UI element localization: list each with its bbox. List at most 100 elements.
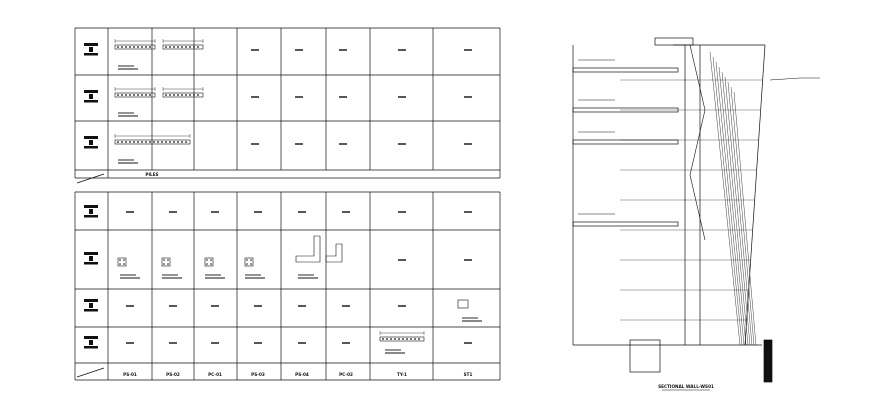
column-label-7: TY-1 [397, 372, 407, 377]
column-label-3: PC-01 [208, 372, 222, 377]
tapered-face [744, 44, 766, 346]
rebar-dot [141, 46, 143, 48]
rebar-dot [210, 263, 212, 265]
rebar-dot [193, 94, 195, 96]
rebar-dot [119, 259, 121, 261]
row-head-stem [89, 140, 93, 145]
rebar-dot [386, 338, 388, 340]
rebar-dot [161, 141, 163, 143]
floor-slab-1 [572, 67, 679, 73]
row-head-stem [89, 340, 93, 345]
rebar-dot [167, 259, 169, 261]
rebar-dot [414, 338, 416, 340]
rebar-dot [133, 141, 135, 143]
rebar-dot [163, 259, 165, 261]
column-section-detail [244, 257, 254, 267]
beam-detail [379, 336, 425, 342]
rebar-dot [149, 141, 151, 143]
rebar-dot [189, 94, 191, 96]
beam-detail [162, 92, 204, 98]
row-head-stem [89, 303, 93, 308]
rebar-dot [129, 141, 131, 143]
row-head-base [84, 215, 98, 218]
sheet-pile-detail [763, 339, 773, 383]
rebar-dot [197, 46, 199, 48]
row-head-bar [84, 252, 98, 255]
rebar-dot [145, 141, 147, 143]
rebar-dot [193, 46, 195, 48]
rebar-dot [406, 338, 408, 340]
rebar-dot [157, 141, 159, 143]
rebar-dot [167, 263, 169, 265]
rebar-dot [165, 141, 167, 143]
rebar-dot [173, 46, 175, 48]
rebar-dot [123, 259, 125, 261]
rebar-dot [246, 259, 248, 261]
piles-caption: PILES [145, 172, 158, 177]
rebar-dot [163, 263, 165, 265]
rebar-dot [121, 94, 123, 96]
rebar-dot [418, 338, 420, 340]
section-title: SECTIONAL WALL-WS01 [658, 384, 714, 389]
row-head-base [84, 309, 98, 312]
row-head-bar [84, 136, 98, 139]
column-label-2: PS-02 [166, 372, 180, 377]
rebar-dot [181, 46, 183, 48]
rebar-dot [141, 94, 143, 96]
rebar-dot [250, 259, 252, 261]
rebar-dot [181, 94, 183, 96]
anchor-line [730, 86, 755, 346]
column-label-1: PS-01 [123, 372, 137, 377]
row-head-bar [84, 336, 98, 339]
rebar-dot [185, 141, 187, 143]
rebar-dot [165, 46, 167, 48]
rebar-dot [177, 94, 179, 96]
anchor-line [712, 56, 743, 346]
rebar-dot [402, 338, 404, 340]
rebar-dot [137, 46, 139, 48]
row-head-base [84, 100, 98, 103]
rebar-dot [181, 141, 183, 143]
parapet-block [654, 37, 694, 46]
rebar-dot [250, 263, 252, 265]
rebar-dot [410, 338, 412, 340]
rebar-dot [177, 46, 179, 48]
rebar-dot [398, 338, 400, 340]
leader-line [769, 77, 801, 81]
left-schedule-contents [76, 39, 482, 378]
left-schedule-table [74, 27, 501, 381]
floor-slab-4 [572, 221, 679, 227]
anchor-line [733, 91, 757, 346]
rebar-dot [169, 46, 171, 48]
anchor-line [721, 71, 749, 346]
rebar-dot [133, 46, 135, 48]
column-section-detail [161, 257, 171, 267]
beam-detail [114, 44, 156, 50]
rebar-dot [169, 94, 171, 96]
row-head-base [84, 53, 98, 56]
column-section-detail [117, 257, 127, 267]
slash-mark [76, 367, 105, 378]
row-head-bar [84, 90, 98, 93]
row-head-bar [84, 43, 98, 46]
rebar-dot [394, 338, 396, 340]
rebar-dot [177, 141, 179, 143]
small-section-detail [457, 299, 469, 309]
rebar-dot [210, 259, 212, 261]
row-head-base [84, 262, 98, 265]
rebar-dot [137, 94, 139, 96]
column-label-6: PC-02 [339, 372, 353, 377]
rebar-dot [137, 141, 139, 143]
row-head-stem [89, 47, 93, 52]
column-section-detail [204, 257, 214, 267]
beam-detail [114, 92, 156, 98]
rebar-dot [121, 46, 123, 48]
rebar-dot [206, 259, 208, 261]
rebar-dot [123, 263, 125, 265]
rebar-dot [173, 141, 175, 143]
row-head-stem [89, 209, 93, 214]
rebar-dot [185, 94, 187, 96]
rebar-dot [165, 94, 167, 96]
rebar-dot [145, 94, 147, 96]
